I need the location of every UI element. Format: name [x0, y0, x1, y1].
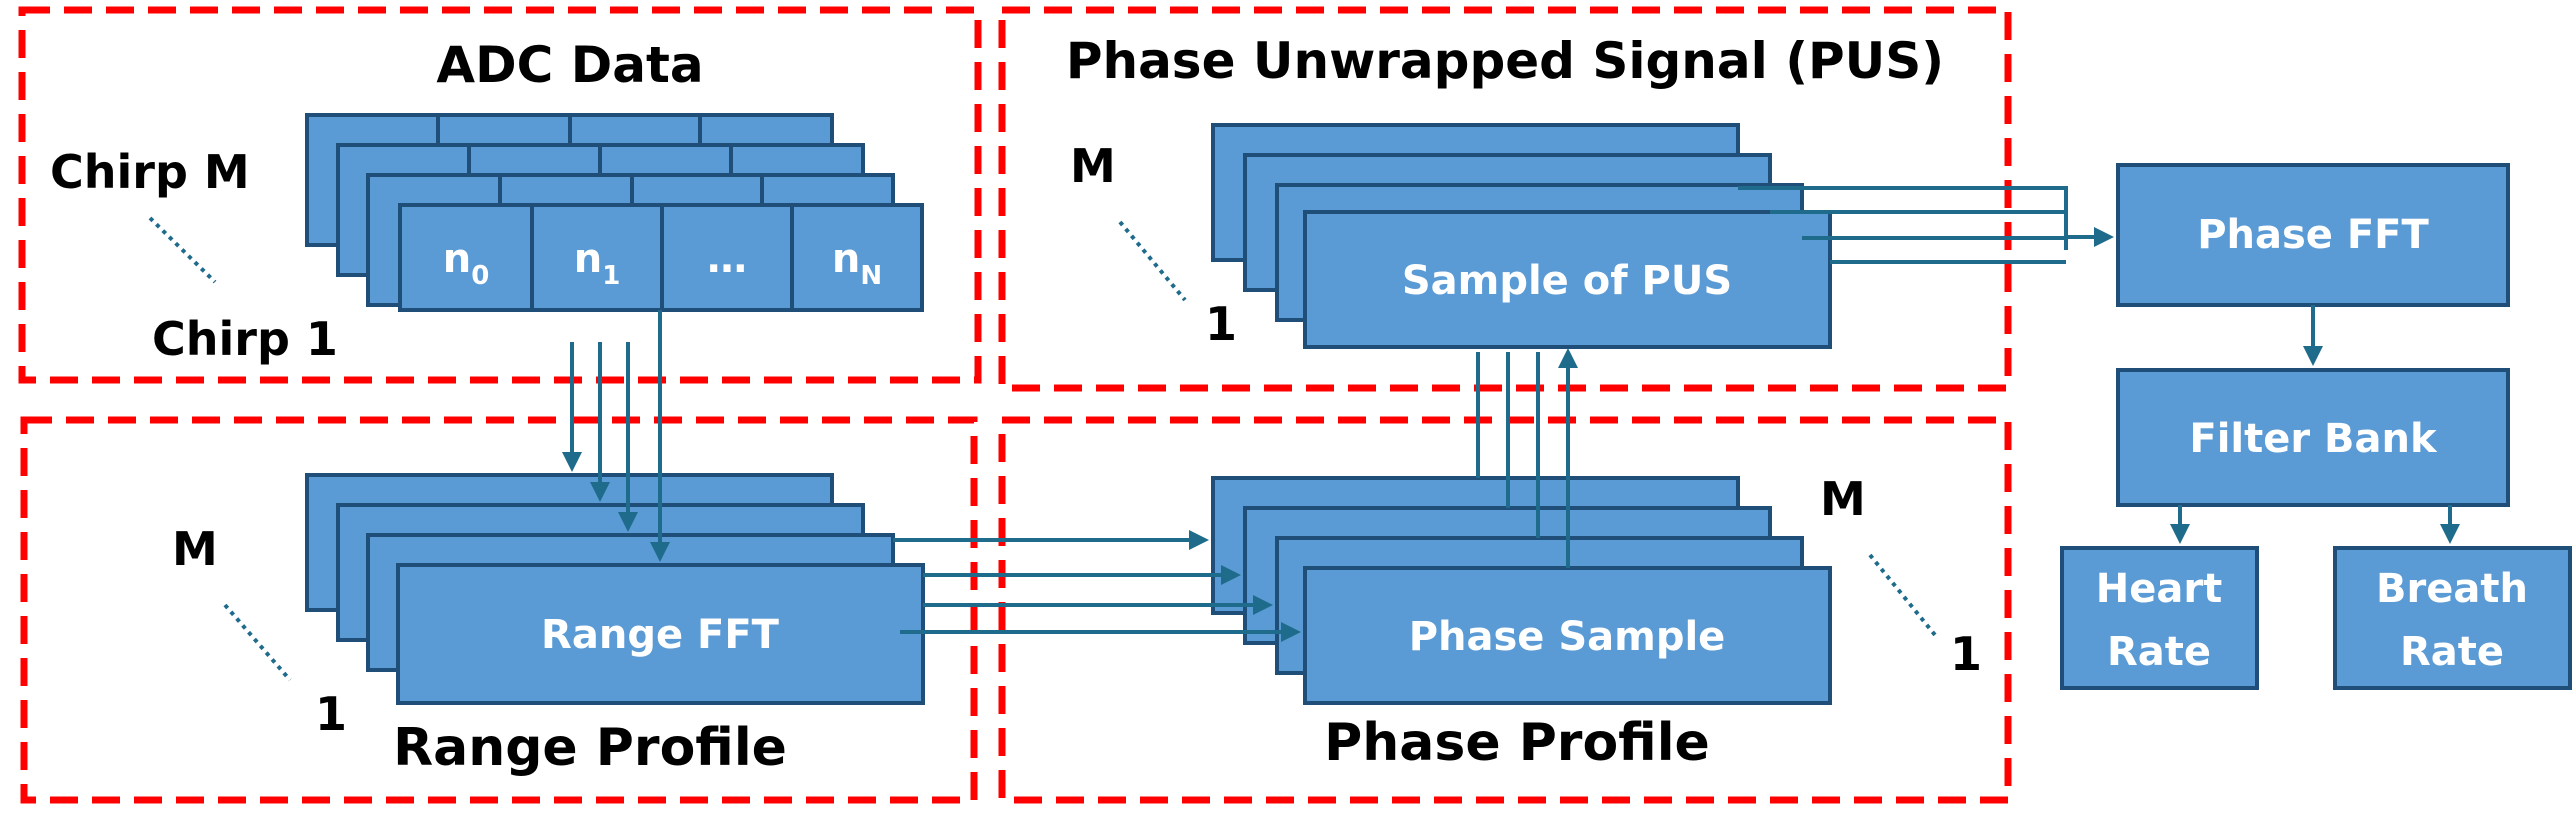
adc-title: ADC Data — [436, 36, 703, 94]
adc-chirp-stack: n0 n1 … nN — [305, 113, 924, 312]
phase-ellipsis — [1868, 553, 1937, 637]
phase-box-label: Phase Sample — [1409, 614, 1726, 660]
adc-cell-label: n1 — [574, 236, 621, 291]
heart-rate-label-line1: Heart — [2096, 566, 2222, 612]
pus-stack: Sample of PUS — [1211, 123, 1832, 349]
heart-rate-label-line2: Rate — [2107, 629, 2211, 675]
range-front-box — [396, 563, 925, 705]
adc-chirp-bottom-label: Chirp 1 — [152, 312, 338, 366]
adc-cell — [790, 203, 924, 312]
phase-one-label: 1 — [1950, 627, 1982, 681]
phase-region-border — [998, 416, 2012, 804]
pus-front-box — [1303, 210, 1832, 349]
pus-title: Phase Unwrapped Signal (PUS) — [1066, 32, 1944, 90]
adc-chirp-ellipsis — [148, 216, 217, 284]
breath-rate-label-line1: Breath — [2376, 566, 2528, 612]
range-ellipsis — [223, 603, 292, 682]
adc-chirp-top-label: Chirp M — [50, 145, 250, 199]
pus-ellipsis — [1118, 220, 1187, 302]
pus-region-border — [998, 6, 2012, 392]
heart-rate-box — [2060, 546, 2259, 690]
range-one-label: 1 — [315, 687, 347, 741]
phase-m-label: M — [1820, 472, 1866, 526]
phase-front-box — [1303, 566, 1832, 705]
adc-cell — [398, 203, 534, 312]
pus-box-label: Sample of PUS — [1402, 258, 1732, 304]
phase-fft-box — [2116, 163, 2510, 307]
phase-title: Phase Profile — [1324, 713, 1710, 773]
range-title: Range Profile — [393, 718, 787, 778]
range-box-label: Range FFT — [541, 612, 780, 658]
pus-one-label: 1 — [1205, 297, 1237, 351]
adc-cell-label: … — [707, 236, 747, 282]
adc-cell — [660, 203, 794, 312]
range-stack: Range FFT — [305, 473, 925, 705]
connector-arrows — [562, 186, 2460, 642]
filter-bank-label: Filter Bank — [2189, 416, 2438, 462]
pus-m-label: M — [1070, 139, 1116, 193]
phase-fft-label: Phase FFT — [2197, 212, 2429, 258]
filter-bank-box — [2116, 368, 2510, 507]
breath-rate-box — [2333, 546, 2572, 690]
range-region-border — [20, 416, 978, 804]
phase-stack: Phase Sample — [1211, 476, 1832, 705]
adc-region-border — [18, 6, 982, 384]
adc-cell-label: n0 — [443, 236, 490, 291]
adc-cell-label: nN — [832, 236, 882, 291]
pus-to-fft-line — [1738, 186, 2068, 250]
breath-rate-label-line2: Rate — [2400, 629, 2504, 675]
range-m-label: M — [172, 522, 218, 576]
